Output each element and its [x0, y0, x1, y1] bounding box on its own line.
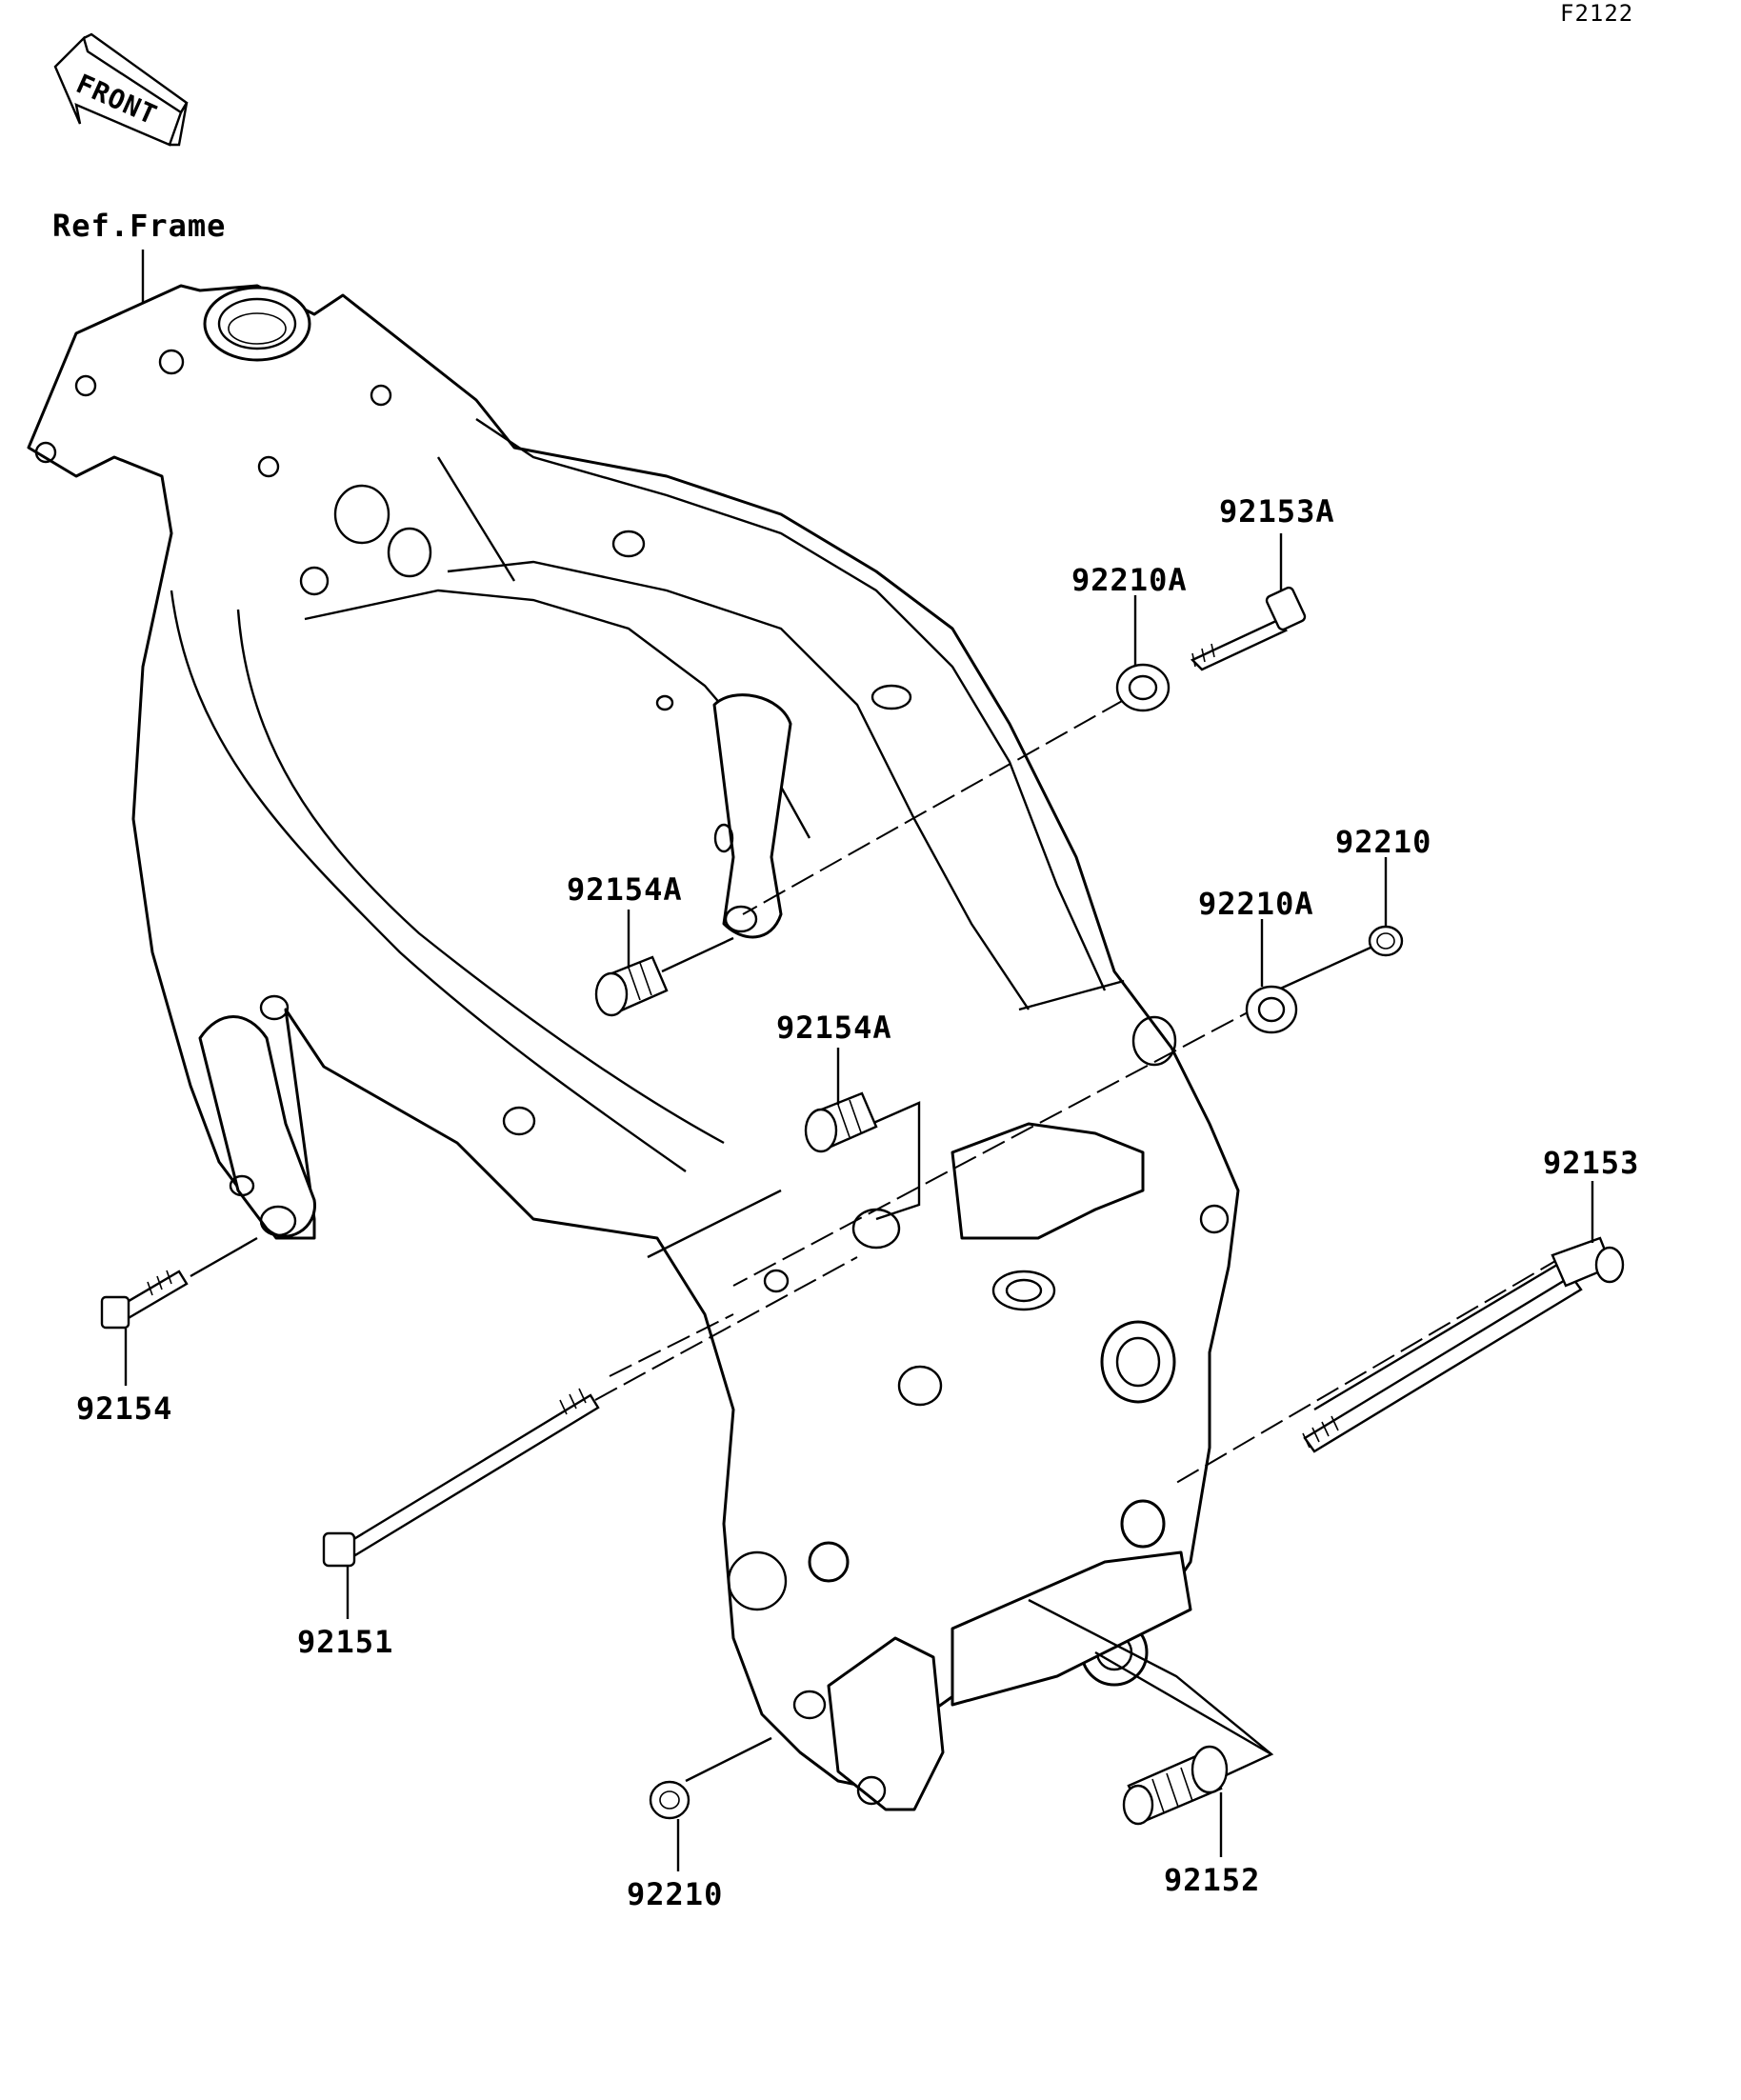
- label-92154: 92154: [76, 1390, 172, 1427]
- label-92210A-lower: 92210A: [1198, 886, 1314, 922]
- part-92153A: 92153A: [1190, 493, 1335, 671]
- ref-frame-label: Ref.Frame: [52, 208, 226, 244]
- part-92210-lower: 92210: [627, 1780, 723, 1912]
- part-92154A-upper: 92154A: [567, 871, 683, 1017]
- part-92210A-upper: 92210A: [1071, 562, 1188, 712]
- part-92210A-lower: 92210A: [1198, 886, 1314, 1034]
- part-92154: 92154: [76, 1270, 189, 1427]
- part-92154A-lower: 92154A: [776, 1010, 892, 1153]
- label-92210-lower: 92210: [627, 1876, 723, 1912]
- front-arrow-icon: FRONT: [53, 32, 189, 147]
- part-92151: 92151: [297, 1388, 600, 1660]
- label-92153A: 92153A: [1219, 493, 1335, 530]
- part-92210-upper: 92210: [1335, 824, 1431, 957]
- label-92210A-upper: 92210A: [1071, 562, 1188, 598]
- label-92153: 92153: [1543, 1145, 1639, 1181]
- part-92153: 92153: [1302, 1145, 1639, 1453]
- part-92152: 92152: [1122, 1745, 1260, 1898]
- assembly-lines: [190, 699, 1563, 1783]
- label-92154A-lower: 92154A: [776, 1010, 892, 1046]
- frame-drawing: [27, 284, 1240, 1811]
- label-92152: 92152: [1164, 1862, 1260, 1898]
- label-92154A-upper: 92154A: [567, 871, 683, 908]
- label-92151: 92151: [297, 1624, 393, 1660]
- figure-code: F2122: [1560, 0, 1633, 27]
- label-92210-upper: 92210: [1335, 824, 1431, 860]
